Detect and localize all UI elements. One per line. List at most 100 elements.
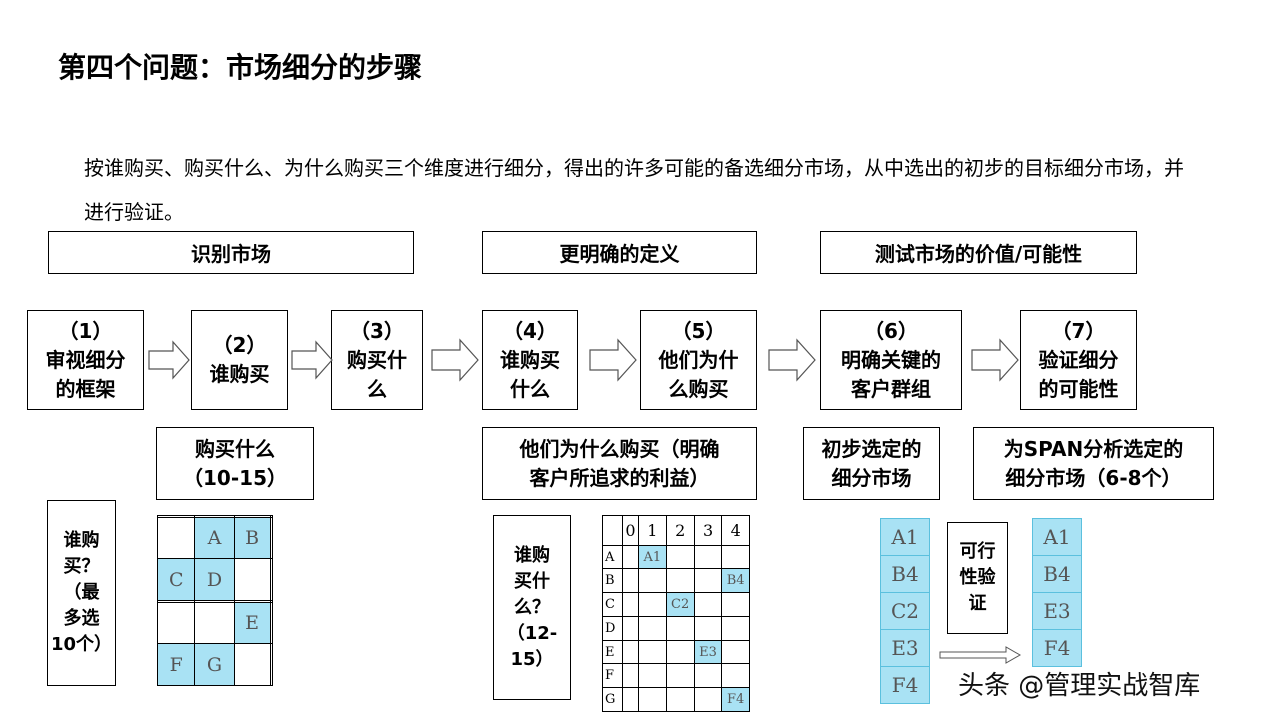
- feasibility-note: 可行 性验 证: [947, 522, 1008, 634]
- note-buy-what-line2: （10-15）: [183, 465, 287, 490]
- grid-cell: [638, 687, 667, 712]
- validation-arrow-icon: [939, 646, 1022, 664]
- grid-cell: [665, 687, 695, 712]
- note-why-buy-line1: 他们为什么购买（明确: [519, 436, 720, 461]
- step-5-line1: 他们为什: [658, 347, 739, 372]
- note-why-buy-line2: 客户所追求的利益）: [529, 465, 710, 490]
- segment-item: E3: [881, 630, 929, 667]
- note-initial-segments: 初步选定的 细分市场: [803, 427, 940, 500]
- note-span-segments: 为SPAN分析选定的 细分市场（6-8个）: [973, 427, 1214, 500]
- grid-row: F: [602, 663, 750, 689]
- grid-column-header: 0: [621, 515, 640, 546]
- grid-column-header: 1: [638, 515, 667, 546]
- segment-cell: B: [233, 516, 271, 560]
- step-2-box: （2） 谁购买: [191, 310, 288, 410]
- who-buys-what-note: 谁购 买什 么？ （12- 15）: [493, 515, 571, 700]
- segment-cell: G: [194, 643, 235, 686]
- segment-item: F4: [1033, 630, 1081, 666]
- phase-test-market-value: 测试市场的价值/可能性: [820, 231, 1137, 274]
- grid-cell: [156, 601, 196, 645]
- feasibility-note-line: 可行: [959, 541, 996, 562]
- step-1-line1: 审视细分: [45, 347, 126, 372]
- grid-cell: [621, 568, 640, 594]
- grid-cell: [693, 592, 723, 617]
- feasibility-note-line: 性验: [959, 567, 996, 588]
- flow-arrow-icon: [768, 338, 816, 382]
- grid-cell: [721, 639, 750, 665]
- segment-cell: B4: [721, 568, 750, 594]
- grid-row-header: G: [602, 687, 623, 712]
- grid-cell: [621, 615, 640, 641]
- grid-cell: [665, 544, 695, 570]
- grid-cell: [721, 615, 750, 641]
- grid-row-header: C: [602, 592, 623, 617]
- grid-cell: [693, 544, 723, 570]
- who-note-line: （最: [63, 582, 100, 603]
- grid-cell: [638, 639, 667, 665]
- note-span-segments-line1: 为SPAN分析选定的: [1003, 436, 1184, 461]
- grid-cell: [665, 568, 695, 594]
- step-3-line2: 么: [367, 376, 387, 401]
- flow-arrow-icon: [291, 340, 333, 380]
- flow-arrow-icon: [431, 338, 479, 382]
- who-what-note-line: 15）: [510, 648, 554, 670]
- grid-row: D: [602, 615, 750, 641]
- note-buy-what-line1: 购买什么: [195, 436, 275, 461]
- segment-cell: E: [233, 601, 271, 645]
- segment-item: B4: [1033, 556, 1081, 593]
- grid-row-header: E: [602, 639, 623, 665]
- segment-cell: A: [194, 516, 235, 560]
- step-4-line1: 谁购买: [500, 347, 560, 372]
- who-note-line: 多选: [63, 608, 100, 629]
- grid-cell: [621, 663, 640, 689]
- note-why-buy: 他们为什么购买（明确 客户所追求的利益）: [482, 427, 757, 500]
- who-buys-note: 谁购 买？ （最 多选 10个）: [47, 500, 116, 686]
- who-note-line: 买？: [63, 556, 100, 577]
- segment-cell: D: [194, 558, 235, 601]
- grid-row: E E3: [602, 639, 750, 665]
- grid-cell: [269, 643, 274, 686]
- step-4-line2: 什么: [510, 376, 550, 401]
- segment-cell: E3: [693, 639, 723, 665]
- step-6-box: （6） 明确关键的 客户群组: [820, 310, 962, 410]
- step-3-box: （3） 购买什 么: [331, 310, 423, 410]
- step-7-number: （7）: [1051, 318, 1106, 343]
- grid-cell: [721, 663, 750, 689]
- watermark: 头条 @管理实战智库: [958, 671, 1201, 701]
- grid-cell: [621, 687, 640, 712]
- grid-cell: [693, 568, 723, 594]
- step-3-number: （3）: [350, 318, 404, 343]
- grid-column-header: 4: [721, 515, 750, 546]
- intro-text: 按谁购买、购买什么、为什么购买三个维度进行细分，得出的许多可能的备选细分市场，从…: [84, 156, 1184, 224]
- grid-column-header: 2: [665, 515, 695, 546]
- grid-cell: [665, 615, 695, 641]
- step-2-number: （2）: [212, 333, 267, 357]
- step-2-line1: 谁购买: [209, 362, 270, 386]
- flow-arrow-icon: [589, 338, 637, 382]
- phase-clearer-definition: 更明确的定义: [482, 231, 757, 274]
- step-5-line2: 么购买: [668, 376, 729, 401]
- grid-cell: [233, 643, 271, 686]
- segment-item: E3: [1033, 593, 1081, 630]
- step-5-number: （5）: [671, 318, 726, 343]
- who-what-note-line: 么？: [514, 596, 550, 618]
- grid-row-header: F: [602, 663, 623, 689]
- feasibility-note-line: 证: [968, 593, 987, 614]
- grid-row-header: D: [602, 615, 623, 641]
- grid-column-header: 3: [693, 515, 723, 546]
- segment-item: F4: [881, 667, 929, 703]
- who-what-note-line: 买什: [514, 570, 550, 592]
- segment-cell: F: [156, 643, 196, 686]
- grid-cell: [194, 601, 235, 645]
- grid-cell: [269, 558, 274, 601]
- phase-identify-market: 识别市场: [48, 231, 414, 274]
- grid-cell: [665, 639, 695, 665]
- grid-row: E: [156, 601, 274, 645]
- who-what-note-line: 谁购: [514, 544, 550, 566]
- grid-cell: [721, 592, 750, 617]
